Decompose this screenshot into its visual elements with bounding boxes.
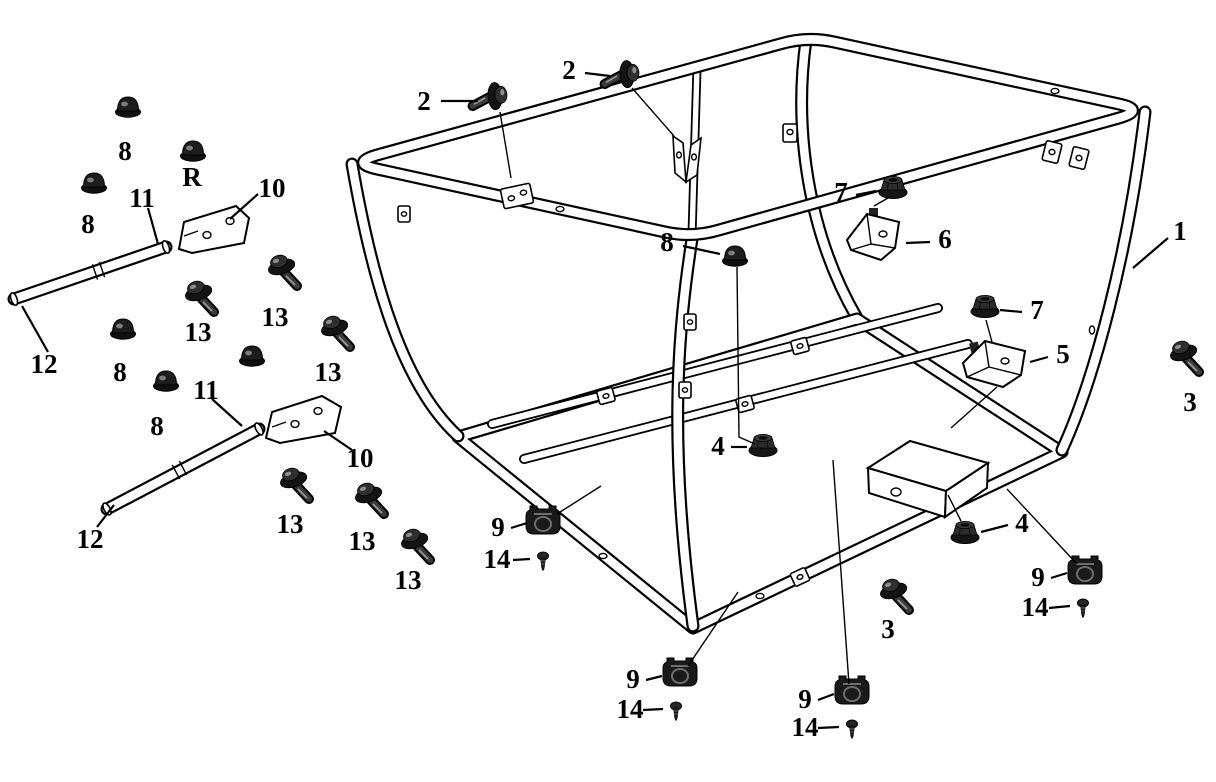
- callout-label: 8: [150, 411, 164, 441]
- screw-14-icon: [537, 551, 549, 571]
- cap-nut-8-icon: [722, 245, 748, 267]
- callout-label: 13: [349, 526, 376, 556]
- rail-tab: [596, 386, 616, 406]
- callout-label: 9: [798, 684, 812, 714]
- callout-label: 8: [118, 136, 132, 166]
- rubber-foot-9-icon: [662, 657, 698, 687]
- cap-nut-8-icon: [115, 96, 141, 118]
- callout-label: 10: [259, 173, 286, 203]
- rubber-foot-9-icon: [834, 675, 870, 705]
- callout-label: 9: [491, 512, 505, 542]
- callout-label: 2: [562, 55, 576, 85]
- flange-bolt-13-icon: [182, 277, 214, 312]
- tube-hole: [1050, 87, 1060, 95]
- screw-14-icon: [1077, 598, 1089, 618]
- leader-lines: [21, 71, 1169, 730]
- mount-tab: [397, 205, 411, 223]
- post-clip: [678, 381, 692, 399]
- left-post-tube: [345, 157, 465, 443]
- callout-label: 13: [262, 302, 289, 332]
- callout-label: 13: [395, 565, 422, 595]
- callout-label: 4: [711, 431, 725, 461]
- mount-tab: [782, 123, 798, 143]
- mount-tab: [499, 182, 535, 210]
- flange-nut-4-icon: [950, 520, 980, 544]
- bolt-2-icon: [473, 75, 515, 115]
- hardware: [81, 53, 1200, 739]
- cap-nut-8-icon: [81, 172, 107, 194]
- rail-tab: [735, 394, 755, 414]
- callout-label: 13: [185, 317, 212, 347]
- handle-rod-upper: [7, 239, 173, 307]
- callout-label: 4: [1015, 508, 1029, 538]
- tube-hole: [598, 552, 608, 560]
- post-clip: [683, 313, 697, 331]
- callout-label: 3: [1183, 387, 1197, 417]
- callout-label: 9: [626, 664, 640, 694]
- callout-label: 1: [1173, 216, 1187, 246]
- rail-tab: [789, 567, 811, 587]
- callout-label: 6: [938, 224, 952, 254]
- hinge-plate-lower: [264, 394, 343, 445]
- callout-label: 10: [347, 443, 374, 473]
- flange-bolt-13-icon: [265, 251, 297, 286]
- callout-label: 9: [1031, 562, 1045, 592]
- mount-box: [865, 439, 991, 519]
- rail-tab: [790, 336, 810, 356]
- frame-assembly: [345, 32, 1152, 635]
- bracket-part-5: [961, 339, 1027, 389]
- callout-label: 12: [31, 349, 58, 379]
- handle-rod-lower: [100, 422, 266, 516]
- tube-hole: [755, 592, 765, 600]
- flange-bolt-13-icon: [398, 525, 430, 560]
- callout-label: 14: [1022, 592, 1049, 622]
- callout-label: 14: [792, 712, 819, 742]
- callout-label: 7: [834, 177, 848, 207]
- callout-label: 14: [617, 694, 644, 724]
- callout-label: 13: [277, 509, 304, 539]
- screw-14-icon: [846, 719, 858, 739]
- callout-label: 14: [484, 544, 511, 574]
- callout-label: 7: [1030, 295, 1044, 325]
- callout-label: 11: [129, 183, 155, 213]
- callout-label: 11: [193, 375, 219, 405]
- callout-label: 5: [1056, 339, 1070, 369]
- flange-bolt-13-icon: [352, 479, 384, 514]
- callout-label: 3: [881, 614, 895, 644]
- callout-label: R: [182, 162, 202, 192]
- cap-nut-8-icon: [110, 318, 136, 340]
- bolt-3-icon: [1167, 337, 1199, 372]
- tube-hole: [1088, 325, 1096, 335]
- hinge-plate-upper: [177, 204, 251, 255]
- callout-label: 8: [660, 227, 674, 257]
- flange-nut-4-icon: [748, 433, 778, 457]
- cap-nut-8-icon: [180, 140, 206, 162]
- rubber-foot-9-icon: [525, 505, 561, 535]
- tube-hole: [555, 205, 565, 213]
- v-bracket: [672, 134, 702, 184]
- callout-label: 12: [77, 524, 104, 554]
- flange-bolt-13-icon: [277, 464, 309, 499]
- screw-14-icon: [670, 701, 682, 721]
- callouts: 2 2 8 R 8 11 10 13 13 13 12 8 8 11 10 13…: [31, 55, 1197, 742]
- cap-nut-8-icon: [239, 345, 265, 367]
- bolt-3-icon: [877, 575, 909, 610]
- top-rail-loop: [357, 32, 1139, 242]
- flange-nut-7-icon: [970, 294, 1000, 318]
- mount-tab: [1068, 145, 1090, 171]
- mount-tab: [1041, 139, 1063, 165]
- flange-bolt-13-icon: [318, 312, 350, 347]
- callout-label: 8: [113, 357, 127, 387]
- bracket-part-6: [845, 208, 901, 262]
- callout-label: 13: [315, 357, 342, 387]
- cap-nut-8-icon: [153, 370, 179, 392]
- callout-label: 8: [81, 209, 95, 239]
- callout-label: 2: [417, 86, 431, 116]
